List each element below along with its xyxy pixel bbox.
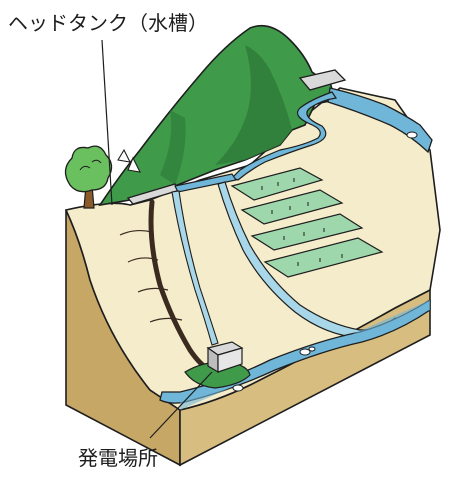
headrace-canal (174, 173, 237, 193)
soil-strata-lines (119, 229, 183, 323)
rice-fields (230, 167, 384, 278)
rice-plant-marks (261, 178, 343, 266)
head-tank-label: ヘッドタンク（水槽） (8, 11, 208, 35)
rice-field-3 (250, 213, 364, 251)
rice-field-4 (263, 237, 384, 278)
upper-dam (298, 69, 347, 91)
tree (64, 145, 113, 209)
power-station-building (206, 341, 244, 374)
ridge-stones (117, 148, 141, 173)
power-station-label: 発電場所 (78, 446, 158, 470)
river-upper (327, 87, 433, 154)
side-canal (171, 190, 219, 346)
mountain-shading (215, 45, 292, 165)
power-station-leader-line (149, 371, 213, 439)
rice-field-1 (230, 167, 324, 201)
penstock-pipe (148, 199, 213, 373)
head-tank-leader-line (101, 39, 113, 206)
rocks (232, 131, 418, 392)
rice-field-2 (240, 189, 344, 225)
mountain-shading-2 (160, 110, 186, 185)
